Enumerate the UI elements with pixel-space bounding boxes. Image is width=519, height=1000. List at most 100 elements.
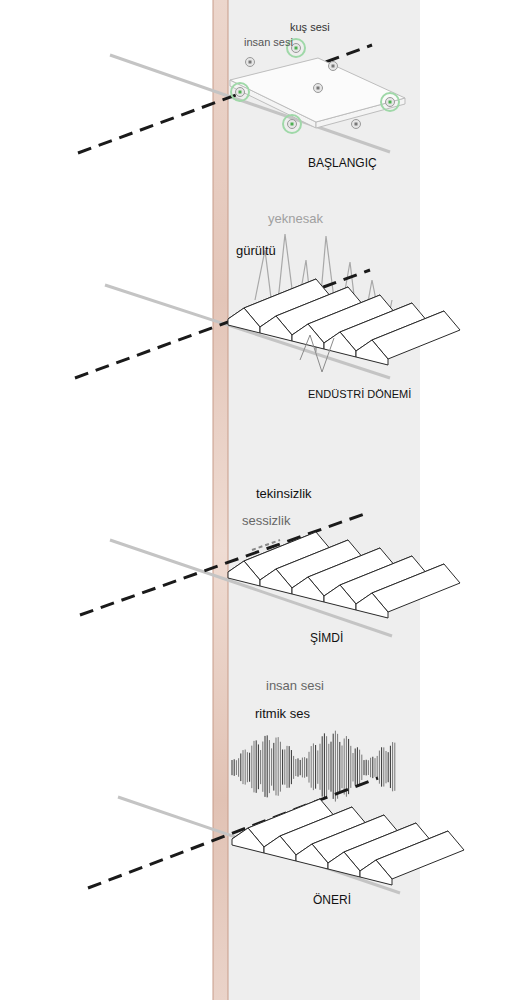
sound-label: kuş sesi	[290, 21, 330, 34]
wave-stroke	[298, 758, 299, 776]
wave-stroke	[337, 734, 338, 799]
wave-stroke	[287, 746, 288, 788]
shed-face	[228, 561, 260, 586]
shed-face	[292, 324, 324, 349]
wave-stroke	[335, 731, 336, 802]
sound-ring	[231, 83, 249, 101]
wave-stroke	[344, 739, 345, 795]
wave-stroke	[269, 740, 270, 793]
sound-label: yeknesak	[268, 212, 323, 227]
wave-stroke	[364, 760, 365, 775]
wave-stroke	[251, 746, 252, 789]
sound-icon-mark	[291, 123, 294, 126]
wave-stroke	[331, 742, 332, 792]
wave-stroke	[372, 757, 373, 778]
rhythm-wave	[232, 731, 395, 802]
wave-stroke	[368, 760, 369, 775]
wave-stroke	[236, 760, 237, 775]
sound-icon	[236, 88, 245, 97]
shed-face	[328, 852, 360, 877]
wave-stroke	[324, 733, 325, 799]
wave-stroke	[359, 750, 360, 785]
wave-stroke	[267, 735, 268, 797]
sound-icon	[329, 62, 338, 71]
wave-stroke	[366, 760, 367, 776]
wave-stroke	[370, 758, 371, 778]
wave-stroke	[309, 752, 310, 783]
slab-top	[230, 58, 405, 122]
wave-stroke	[234, 759, 235, 776]
sound-label: sessizlik	[242, 514, 290, 529]
wave-stroke	[355, 748, 356, 785]
wave-stroke	[260, 750, 261, 784]
wave-stroke	[282, 750, 283, 785]
wave-stroke	[379, 751, 380, 784]
sound-label: ritmik ses	[255, 707, 310, 722]
sound-icon-mark	[249, 61, 252, 64]
dashed-axis	[80, 512, 370, 615]
stages	[75, 39, 464, 893]
shed-face	[324, 585, 356, 610]
shed-face	[356, 593, 388, 618]
shed-face	[372, 311, 460, 359]
sound-icon	[386, 98, 395, 107]
wave-stroke	[295, 759, 296, 776]
shed-face	[260, 569, 292, 594]
wave-stroke	[346, 736, 347, 797]
sound-icon-mark	[332, 65, 335, 68]
shed-face	[228, 308, 260, 333]
wave-stroke	[232, 760, 233, 775]
wave-stroke	[342, 746, 343, 789]
sound-icon-mark	[295, 47, 298, 50]
wave-stroke	[313, 743, 314, 790]
sound-icon-mark	[389, 101, 392, 104]
sound-ring	[381, 93, 399, 111]
wave-stroke	[289, 746, 290, 788]
stage-title: ENDÜSTRİ DÖNEMİ	[308, 388, 411, 401]
sound-icon-mark	[239, 91, 242, 94]
wave-stroke	[394, 743, 395, 791]
sound-ring	[283, 115, 301, 133]
wave-stroke	[262, 742, 263, 792]
shed-block	[228, 532, 460, 618]
sound-label: gürültü	[236, 244, 276, 259]
wave-stroke	[361, 755, 362, 780]
wave-stroke	[240, 753, 241, 781]
wave-stroke	[238, 758, 239, 777]
band-edge	[228, 0, 229, 1000]
wave-stroke	[375, 758, 376, 777]
band-edge	[213, 0, 214, 1000]
marble-band	[213, 0, 228, 1000]
stage-title: BAŞLANGIÇ	[308, 157, 377, 171]
shed-face	[296, 844, 328, 869]
wave-stroke	[311, 746, 312, 788]
wave-stroke	[317, 750, 318, 783]
wave-stroke	[243, 750, 244, 784]
wave-stroke	[383, 747, 384, 786]
stage-title: ÖNERİ	[313, 894, 351, 908]
wave-stroke	[245, 750, 246, 785]
wave-stroke	[328, 744, 329, 790]
wave-stroke	[247, 752, 248, 782]
sound-icon	[246, 58, 255, 67]
wave-stroke	[315, 745, 316, 789]
wave-stroke	[392, 742, 393, 791]
shed-block	[228, 279, 460, 365]
wave-stroke	[300, 760, 301, 775]
sound-icon-mark	[317, 87, 320, 90]
sound-icon	[288, 120, 297, 129]
stage-title: ŞİMDİ	[310, 632, 343, 646]
wave-stroke	[276, 738, 277, 796]
wave-stroke	[249, 753, 250, 782]
wave-stroke	[271, 748, 272, 785]
wave-stroke	[278, 737, 279, 796]
wave-stroke	[390, 746, 391, 788]
shed-face	[356, 340, 388, 365]
wave-stroke	[357, 747, 358, 786]
wave-stroke	[280, 742, 281, 792]
wave-stroke	[320, 744, 321, 790]
wave-stroke	[265, 736, 266, 797]
shed-face	[260, 316, 292, 341]
wave-stroke	[348, 739, 349, 794]
